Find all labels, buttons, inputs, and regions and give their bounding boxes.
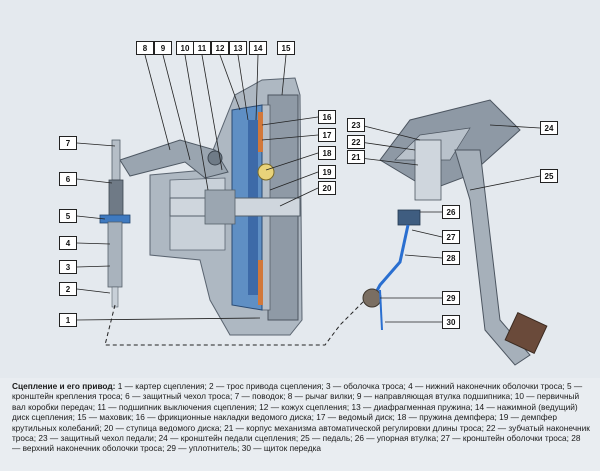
damper-spring: [257, 163, 275, 181]
callout-17: 17: [318, 128, 336, 142]
adjuster-mechanism: [397, 139, 442, 226]
callout-26: 26: [442, 205, 460, 219]
callout-30: 30: [442, 315, 460, 329]
callout-12: 12: [211, 41, 229, 55]
callout-9: 9: [154, 41, 172, 55]
callout-24: 24: [540, 121, 558, 135]
lower-cable-assembly: [99, 139, 131, 308]
callout-21: 21: [347, 150, 365, 164]
callout-22: 22: [347, 135, 365, 149]
callout-29: 29: [442, 291, 460, 305]
figure-caption: Сцепление и его привод: 1 — картер сцепл…: [12, 381, 590, 454]
callout-2: 2: [59, 282, 77, 296]
callout-13: 13: [229, 41, 247, 55]
friction-linings: [258, 112, 263, 305]
callout-19: 19: [318, 165, 336, 179]
callout-18: 18: [318, 146, 336, 160]
callout-25: 25: [540, 169, 558, 183]
cable-sheath-route: [104, 299, 366, 346]
callout-3: 3: [59, 260, 77, 274]
caption-title: Сцепление и его привод:: [12, 381, 116, 391]
callout-15: 15: [277, 41, 295, 55]
input-shaft: [169, 189, 301, 225]
callout-6: 6: [59, 172, 77, 186]
callout-10: 10: [176, 41, 194, 55]
callout-14: 14: [249, 41, 267, 55]
callout-20: 20: [318, 181, 336, 195]
caption-text: 1 — картер сцепления; 2 — трос привода с…: [12, 381, 590, 454]
callout-16: 16: [318, 110, 336, 124]
clutch-diagram: [76, 54, 548, 366]
callout-11: 11: [193, 41, 211, 55]
callout-8: 8: [136, 41, 154, 55]
callout-1: 1: [59, 313, 77, 327]
callout-4: 4: [59, 236, 77, 250]
callout-7: 7: [59, 136, 77, 150]
callout-5: 5: [59, 209, 77, 223]
callout-27: 27: [442, 230, 460, 244]
callout-28: 28: [442, 251, 460, 265]
leader-lines: [76, 54, 541, 323]
clutch-pedal: [454, 149, 548, 366]
callout-23: 23: [347, 118, 365, 132]
